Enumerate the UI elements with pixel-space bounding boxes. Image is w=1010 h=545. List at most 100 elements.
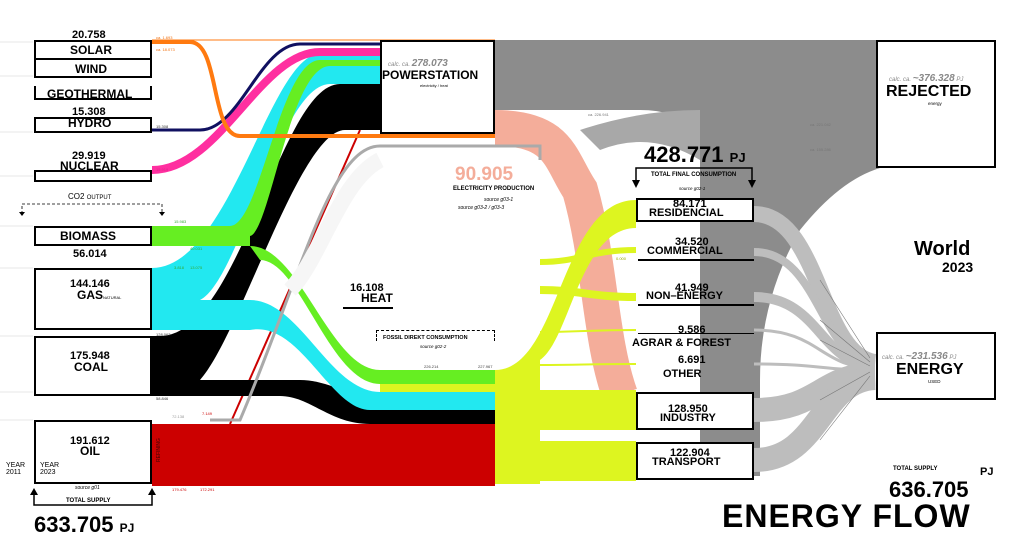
- gas-label: GASNATURAL: [77, 288, 122, 302]
- minor-number: 3.818: [174, 265, 185, 270]
- guide-lines: [0, 41, 33, 421]
- minor-number: ca. 226.941: [588, 112, 609, 117]
- powerstation-sub: electricity / heat: [420, 83, 448, 88]
- total-supply-right-label: TOTAL SUPPLY: [893, 466, 938, 472]
- energy-arrows: [819, 279, 871, 441]
- energy-used-flows: [753, 206, 878, 472]
- co2-bracket: [21, 203, 163, 214]
- oil-flow: [152, 424, 495, 486]
- hydro-value: 15.308: [72, 106, 106, 118]
- energy-used-label: ENERGY: [896, 361, 964, 378]
- industry-label: INDUSTRY: [660, 412, 716, 424]
- hydro-flow: [152, 42, 495, 132]
- solar-value: 20.758: [72, 29, 106, 41]
- electricity-flow: [494, 110, 638, 402]
- minor-number: 58.846: [156, 396, 169, 401]
- minor-number: 179.476: [172, 487, 187, 492]
- transport-box: [636, 442, 754, 480]
- total-supply-left-label: TOTAL SUPPLY: [66, 498, 111, 504]
- biomass-label: BIOMASS: [60, 229, 117, 243]
- commercial-label: COMMERCIAL: [647, 245, 723, 257]
- minor-number: 0.000: [616, 256, 627, 261]
- nonenergy-label: NON–ENERGY: [646, 290, 724, 302]
- total-supply-right-value: 636.705: [889, 477, 969, 502]
- solar-label: SOLAR: [70, 43, 112, 57]
- minor-number: 40.031: [190, 246, 203, 251]
- gas-box: [34, 268, 152, 330]
- heat-underline: [343, 307, 393, 309]
- industry-box: [636, 392, 754, 430]
- commercial-underline: [638, 259, 754, 261]
- nonenergy-underline: [638, 304, 754, 306]
- geothermal-box: [34, 86, 152, 100]
- co2-arrows: [19, 212, 165, 216]
- coal-label: COAL: [74, 360, 108, 374]
- minor-number: ca. 221.042: [810, 122, 831, 127]
- heat-flow: [284, 152, 385, 296]
- biomass-heat-flow: [250, 246, 495, 384]
- geothermal-label: GEOTHERMAL: [47, 87, 133, 101]
- coal-box: [34, 336, 152, 396]
- electricity-label: ELECTRICITY PRODUCTION: [453, 186, 535, 192]
- agrar-rule: [638, 333, 754, 334]
- electricity-value: 90.905: [455, 164, 514, 185]
- agrar-label: AGRAR & FOREST: [632, 337, 731, 349]
- fossil-source: source g02-2: [420, 344, 447, 349]
- oil-label: OIL: [80, 444, 100, 458]
- fossil-label: FOSSIL DIREKT CONSUMPTION: [383, 335, 468, 341]
- minor-number: ca. 1.693: [156, 35, 173, 40]
- biomass-box: [34, 226, 152, 246]
- biomass-value: 56.014: [73, 248, 107, 260]
- gas-flow: [152, 54, 495, 410]
- final-consumption-branches: [539, 247, 637, 481]
- year-2011-label: YEAR: [6, 462, 26, 469]
- total-supply-bracket: [33, 492, 153, 506]
- rejected-label: REJECTED: [886, 83, 972, 100]
- oil-box: [34, 420, 152, 484]
- powerstation-label: POWERSTATION: [382, 68, 479, 82]
- wind-label: WIND: [75, 62, 107, 76]
- rejected-flow: [495, 40, 880, 476]
- gas-value: 144.146: [70, 278, 110, 290]
- biomass-flow: [152, 60, 380, 246]
- solar-flow: [152, 40, 495, 138]
- total-supply-right-unit: PJ: [980, 466, 994, 478]
- industry-value: 128.950: [668, 403, 708, 415]
- minor-number: 128.062: [156, 332, 171, 337]
- minor-number: 13.075: [190, 265, 203, 270]
- region-year: 2023: [942, 259, 974, 275]
- agrar-value: 9.586: [678, 324, 706, 336]
- final-consumption-source: source g02-1: [679, 186, 706, 191]
- energy-used-calc: calc. ca. ~231.536 PJ: [882, 351, 957, 362]
- refining-label: REFINING: [156, 438, 162, 462]
- energy-used-sub: USED: [928, 379, 941, 384]
- nuclear-label: NUCLEAR: [60, 159, 119, 173]
- fossil-bracket: [376, 330, 495, 341]
- minor-number: 172.291: [200, 487, 215, 492]
- nonenergy-value: 41.949: [675, 282, 709, 294]
- electricity-source-2: source g03-2 / g03-3: [458, 205, 505, 211]
- hydro-box: [34, 117, 152, 133]
- co2-label: CO2 OUTPUT: [68, 192, 112, 201]
- page-title: ENERGY FLOW: [722, 498, 971, 534]
- minor-number: 15.983: [174, 219, 187, 224]
- energy-used-box: [876, 332, 996, 400]
- electricity-source-1: source g03-1: [484, 197, 514, 203]
- oil-value: 191.612: [70, 435, 110, 447]
- transport-label: TRANSPORT: [652, 456, 721, 468]
- oil-year-label: YEAR: [40, 462, 60, 469]
- coal-flow: [152, 84, 495, 424]
- coal-value: 175.948: [70, 350, 110, 362]
- rejected-box: [876, 40, 996, 168]
- minor-number: 227.967: [478, 364, 493, 369]
- other-value: 6.691: [678, 354, 706, 366]
- other-label: OTHER: [663, 368, 702, 380]
- minor-number: 72.138: [172, 414, 185, 419]
- wind-box: [34, 60, 152, 78]
- region-name: World: [914, 238, 971, 260]
- rejected-calc: calc. ca. ~376.328 PJ: [889, 73, 964, 84]
- minor-number: 15.308: [156, 124, 169, 129]
- minor-number: 226.214: [424, 364, 439, 369]
- heat-value: 16.108: [350, 282, 384, 294]
